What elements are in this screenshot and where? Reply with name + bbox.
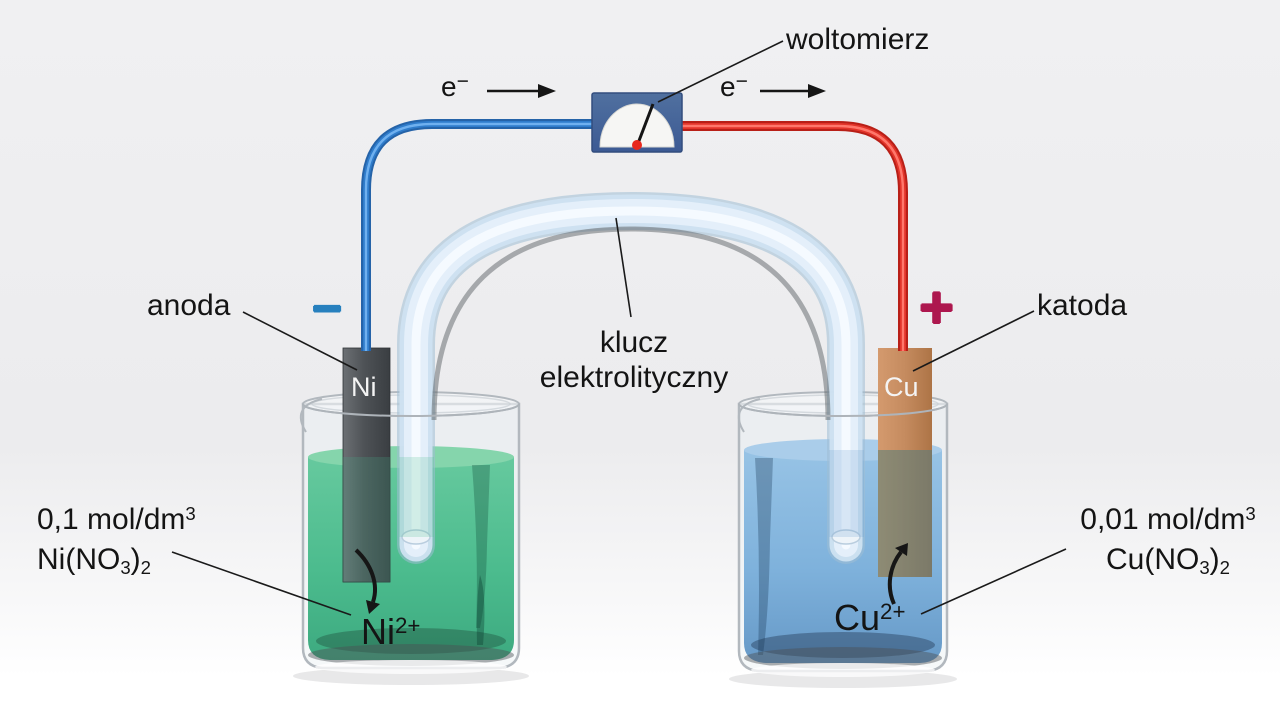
salt-bridge-left-submerged-tint (399, 457, 434, 537)
copper-electrode (878, 348, 932, 577)
left-beaker-front-rim (302, 403, 520, 417)
nickel-ion-arrow-head (366, 600, 380, 614)
salt-bridge-left-end (401, 529, 431, 545)
anode-pointer-line (242, 311, 358, 371)
voltmeter-needle-pivot (632, 140, 642, 150)
left-beaker-spout (299, 398, 323, 433)
ion-arrows (354, 543, 908, 614)
left-solution-reflection (472, 465, 490, 628)
salt-bridge-right-end (831, 529, 861, 545)
salt-bridge-tube-highlight (411, 206, 851, 550)
copper-electrode-plate (878, 348, 932, 450)
right-formula-sub2: 2 (1219, 556, 1231, 578)
nickel-ion-label: Ni2+ (361, 611, 420, 652)
left-beaker-base (308, 644, 514, 666)
left-formula-sub1: 3 (120, 556, 131, 578)
salt-bridge-label: klucz elektrolityczny (514, 326, 754, 395)
voltmeter (591, 92, 683, 153)
right-solution-reflection (755, 458, 773, 655)
plus-sign: + (919, 274, 955, 341)
left-concentration-value: 0,1 mol/dm3 (37, 503, 196, 536)
left-formula-close: ) (130, 543, 141, 576)
nickel-ion-arrow-shaft (354, 548, 377, 603)
salt-bridge-inner-shadow (431, 226, 831, 421)
left-formula: Ni(NO3)2 (37, 543, 152, 578)
electron-base: e (441, 71, 457, 102)
right-formula-sub1: 3 (1199, 556, 1210, 578)
salt-bridge-label-line1: klucz (599, 326, 669, 359)
copper-ion-arrow-shaft (887, 550, 903, 605)
pointer-lines (171, 40, 1067, 616)
nickel-electrode-label: Ni (351, 372, 377, 402)
cathode-pointer-line (912, 310, 1035, 372)
nickel-solution-bottom-shadow (316, 628, 506, 654)
anode-label: anoda (147, 289, 231, 322)
nickel-ion-base: Ni (361, 611, 395, 652)
nickel-electrode-plate (342, 347, 391, 583)
right-formula: Cu(NO3)2 (1105, 543, 1231, 578)
electron-arrow-left-head (538, 84, 556, 98)
electron-sup: − (735, 70, 748, 94)
salt-bridge-pointer-line (615, 217, 632, 318)
salt-bridge-right-submerged-tint (829, 450, 864, 537)
left-concentration-base: 0,1 mol/dm (37, 503, 186, 536)
salt-bridge-label-line2: elektrolityczny (539, 360, 729, 394)
right-concentration-sup: 3 (1245, 503, 1256, 525)
copper-ion-arrow-head (895, 543, 908, 556)
copper-solution-bottom-shadow (751, 632, 935, 658)
left-concentration-pointer-line (171, 551, 352, 616)
electron-label-left: e− (441, 70, 469, 103)
copper-electrode-label: Cu (884, 372, 919, 402)
salt-bridge (397, 191, 865, 564)
left-formula-head: Ni(NO (37, 543, 121, 576)
left-concentration-label: 0,1 mol/dm3 Ni(NO3)2 (37, 501, 196, 581)
negative-wire-highlight (364, 122, 598, 351)
right-beaker-spout (737, 398, 761, 433)
copper-ion-base: Cu (834, 597, 881, 638)
voltmeter-dial (599, 103, 675, 148)
right-concentration-value: 0,01 mol/dm3 (1080, 503, 1255, 536)
right-formula-head: Cu(NO (1105, 543, 1200, 576)
voltmeter-needle (635, 103, 655, 147)
electron-flow-arrows (487, 84, 826, 98)
electron-label-right: e− (720, 70, 748, 103)
left-beaker-base-glint (315, 660, 507, 674)
minus-sign: − (312, 280, 343, 338)
negative-wire (361, 119, 598, 351)
right-concentration-base: 0,01 mol/dm (1080, 503, 1246, 536)
right-concentration-pointer-line (920, 548, 1067, 615)
right-formula-close: ) (1209, 543, 1220, 576)
right-beaker-base (744, 647, 942, 669)
left-concentration-sup: 3 (185, 503, 196, 525)
voltmeter-pointer-line (657, 40, 784, 103)
copper-ion-charge: 2+ (880, 599, 906, 625)
copper-electrode-submerged (878, 450, 932, 577)
copper-electrode-submerged-tint (878, 450, 932, 577)
right-beaker-front-rim (738, 403, 948, 417)
left-solution-reflection-2 (476, 575, 485, 645)
copper-ion-label: Cu2+ (834, 597, 905, 638)
positive-wire (676, 121, 908, 351)
positive-wire-highlight (676, 124, 905, 351)
nickel-ion-charge: 2+ (395, 613, 421, 639)
cathode-label: katoda (1037, 289, 1128, 322)
right-beaker-base-glint (751, 663, 935, 677)
right-concentration-label: 0,01 mol/dm3 Cu(NO3)2 (1068, 501, 1268, 581)
electron-arrow-right-head (808, 84, 826, 98)
left-formula-sub2: 2 (140, 556, 152, 578)
electron-base: e (720, 71, 736, 102)
electron-sup: − (456, 70, 469, 94)
voltmeter-label: woltomierz (786, 23, 930, 56)
